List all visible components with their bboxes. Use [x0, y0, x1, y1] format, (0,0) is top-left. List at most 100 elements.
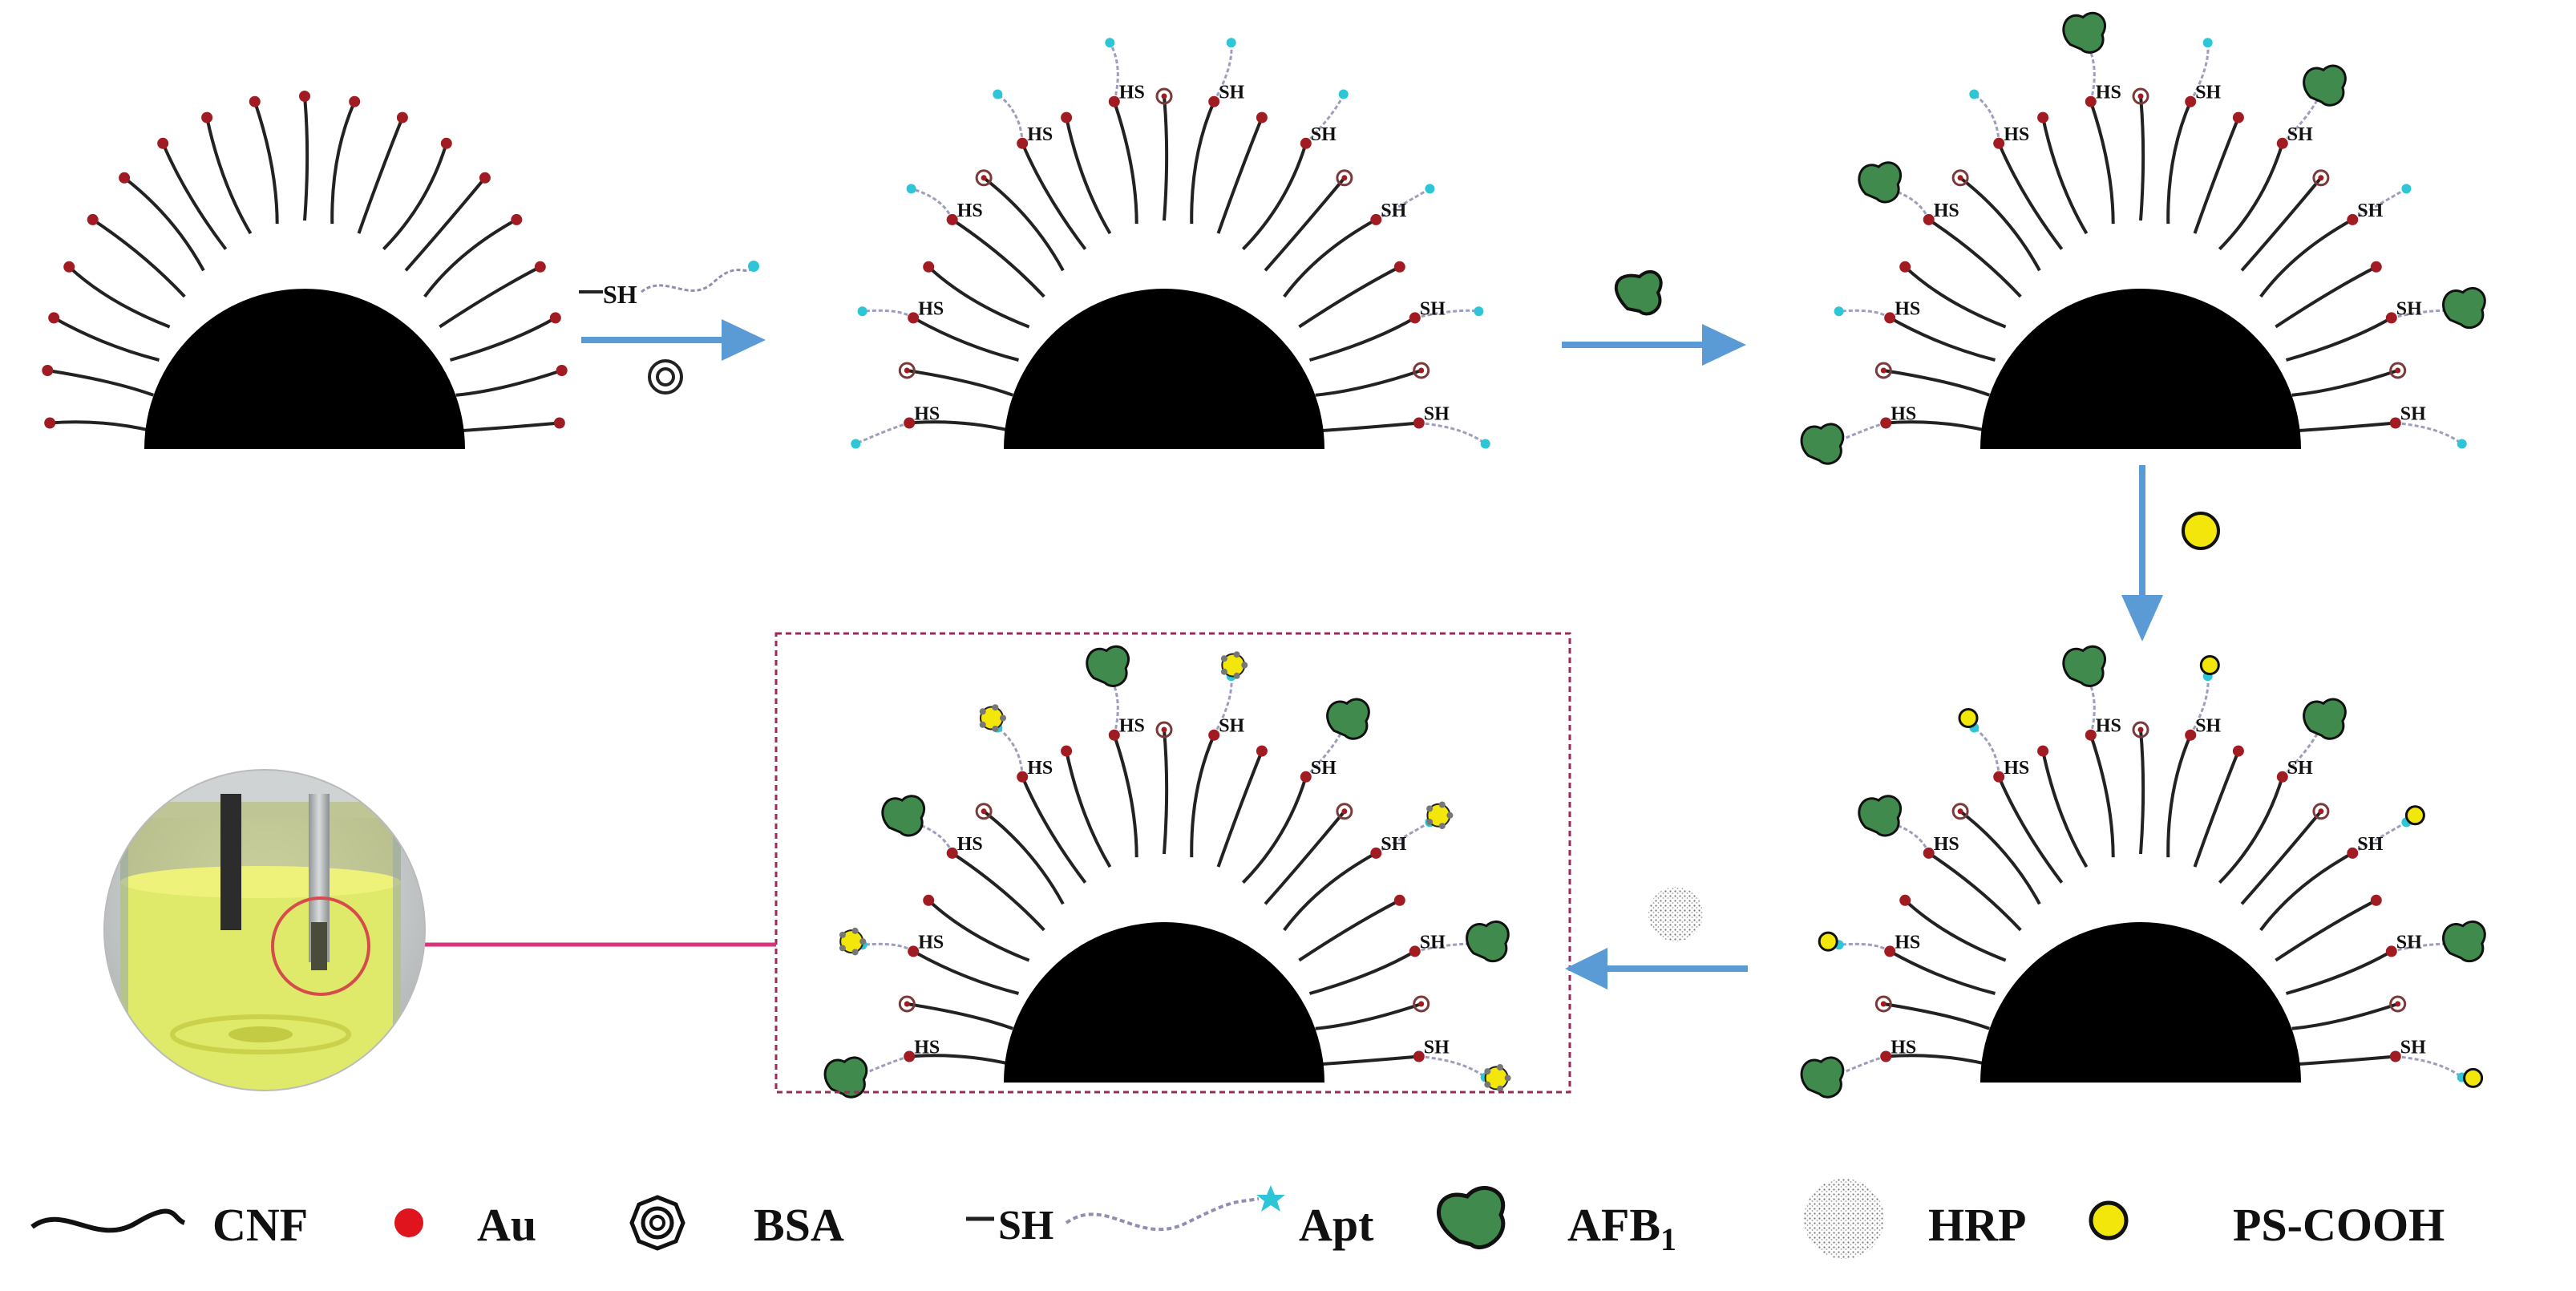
- cnf-strand: [912, 316, 1019, 362]
- arrow-step-2: [1562, 324, 1746, 366]
- electrode-icon: [1004, 922, 1324, 1083]
- au-icon: [1108, 95, 1120, 107]
- hrp-dot: [1446, 811, 1454, 819]
- svg-text:SH: SH: [603, 280, 637, 309]
- bsa-icon: [2312, 803, 2330, 820]
- cnf-strand: [2089, 101, 2115, 225]
- cnf-strand: [1903, 265, 2007, 329]
- bsa-icon: [1336, 803, 1353, 820]
- hrp-dot: [1484, 1068, 1491, 1075]
- au-icon: [2395, 1001, 2401, 1007]
- hrp-dot: [1426, 819, 1434, 825]
- hrp-dot: [1438, 801, 1446, 808]
- cnf-strand: [2259, 218, 2354, 298]
- ps-cooh-icon: [2404, 805, 2425, 826]
- au-icon: [1880, 1001, 1887, 1007]
- au-icon: [908, 945, 920, 957]
- au-icon: [946, 847, 958, 859]
- au-icon: [479, 172, 491, 184]
- thiol-label: SH: [2396, 932, 2422, 953]
- hrp-dot: [979, 721, 986, 728]
- aptamer-strand: [862, 942, 915, 953]
- cnf-strand: [1886, 420, 1989, 433]
- au-icon: [2037, 111, 2049, 123]
- legend-hrp: HRP: [1928, 1199, 2026, 1251]
- cnf-strand: [2166, 100, 2193, 225]
- au-icon: [2385, 945, 2397, 957]
- au-icon: [201, 111, 213, 123]
- thiol-label: SH: [2195, 83, 2221, 103]
- au-icon: [1108, 729, 1120, 741]
- au-icon: [1418, 1001, 1425, 1007]
- thiol-label: SH: [1311, 758, 1337, 779]
- au-icon: [2385, 312, 2397, 324]
- au-icon: [2276, 137, 2288, 149]
- hrp-dot: [1497, 1064, 1503, 1070]
- au-icon: [1300, 137, 1312, 149]
- legend-bsa: BSA: [754, 1199, 844, 1251]
- thiol-label: SH: [1381, 834, 1406, 855]
- thiol-label: SH: [2195, 716, 2221, 737]
- cnf-strand: [2275, 899, 2377, 962]
- aptamer-tip: [1425, 184, 1435, 194]
- cnf-strand: [2285, 949, 2392, 995]
- hrp-dot: [979, 708, 986, 715]
- afb1-icon: [1858, 161, 1903, 204]
- au-icon: [1993, 771, 2005, 783]
- au-icon: [2318, 808, 2324, 815]
- thiol-label: HS: [2096, 716, 2121, 737]
- au-icon: [2185, 729, 2197, 741]
- bsa-icon: [2132, 721, 2149, 739]
- au-icon: [1017, 137, 1029, 149]
- step4-reagent: [1648, 887, 1703, 941]
- au-icon: [2347, 213, 2359, 225]
- aptamer-strand: [1108, 675, 1119, 736]
- au-icon: [1413, 1050, 1425, 1062]
- cnf-strand: [1298, 265, 1401, 329]
- bsa-icon: [1155, 721, 1173, 739]
- aptamer-strand: [997, 93, 1024, 144]
- thiol-label: HS: [2004, 758, 2029, 779]
- aptamer-tip: [993, 89, 1003, 99]
- cnf-strand: [1216, 750, 1264, 868]
- thiol-label: SH: [2287, 124, 2313, 145]
- thiol-label: HS: [1895, 298, 1920, 319]
- hrp-dot: [1233, 672, 1240, 679]
- cnf-strand: [1283, 218, 1377, 298]
- cnf-strand: [423, 218, 518, 298]
- au-icon: [2370, 261, 2382, 273]
- arrow-step-4: [1565, 948, 1748, 989]
- cnf-strand: [982, 176, 1065, 272]
- au-icon: [2276, 771, 2288, 783]
- aptamer-strand: [2189, 676, 2210, 736]
- au-icon: [1208, 729, 1220, 741]
- thiol-label: SH: [1424, 404, 1450, 425]
- cnf-strand: [1316, 421, 1419, 433]
- cnf-strand: [357, 116, 404, 234]
- cnf-strand: [927, 899, 1030, 962]
- afb1-icon: [881, 795, 926, 837]
- au-icon: [440, 137, 452, 149]
- aptamer-strand: [1973, 726, 2000, 777]
- aptamer-strand: [2085, 675, 2096, 736]
- ps-cooh-icon: [1818, 931, 1838, 952]
- ps-cooh-icon: [1958, 708, 1979, 728]
- bsa-icon: [898, 362, 916, 379]
- cnf-strand: [2139, 729, 2145, 855]
- cnf-strand: [1882, 369, 1990, 397]
- cnf-strand: [2292, 1054, 2396, 1066]
- thiol-label: HS: [1119, 83, 1145, 103]
- hrp-dot: [1497, 1085, 1503, 1092]
- legend-ps-cooh: PS-COOH: [2233, 1199, 2445, 1251]
- au-icon: [981, 175, 987, 181]
- svg-text:SH: SH: [998, 1203, 1053, 1249]
- au-icon: [2389, 417, 2401, 429]
- thiol-label: HS: [957, 200, 983, 221]
- aptamer-strand: [2395, 1055, 2463, 1079]
- aptamer-strand: [862, 309, 915, 319]
- au-icon: [1256, 111, 1268, 123]
- hrp-dot: [992, 704, 999, 711]
- cnf-strand: [1315, 369, 1422, 397]
- cnf-strand: [1959, 176, 2041, 272]
